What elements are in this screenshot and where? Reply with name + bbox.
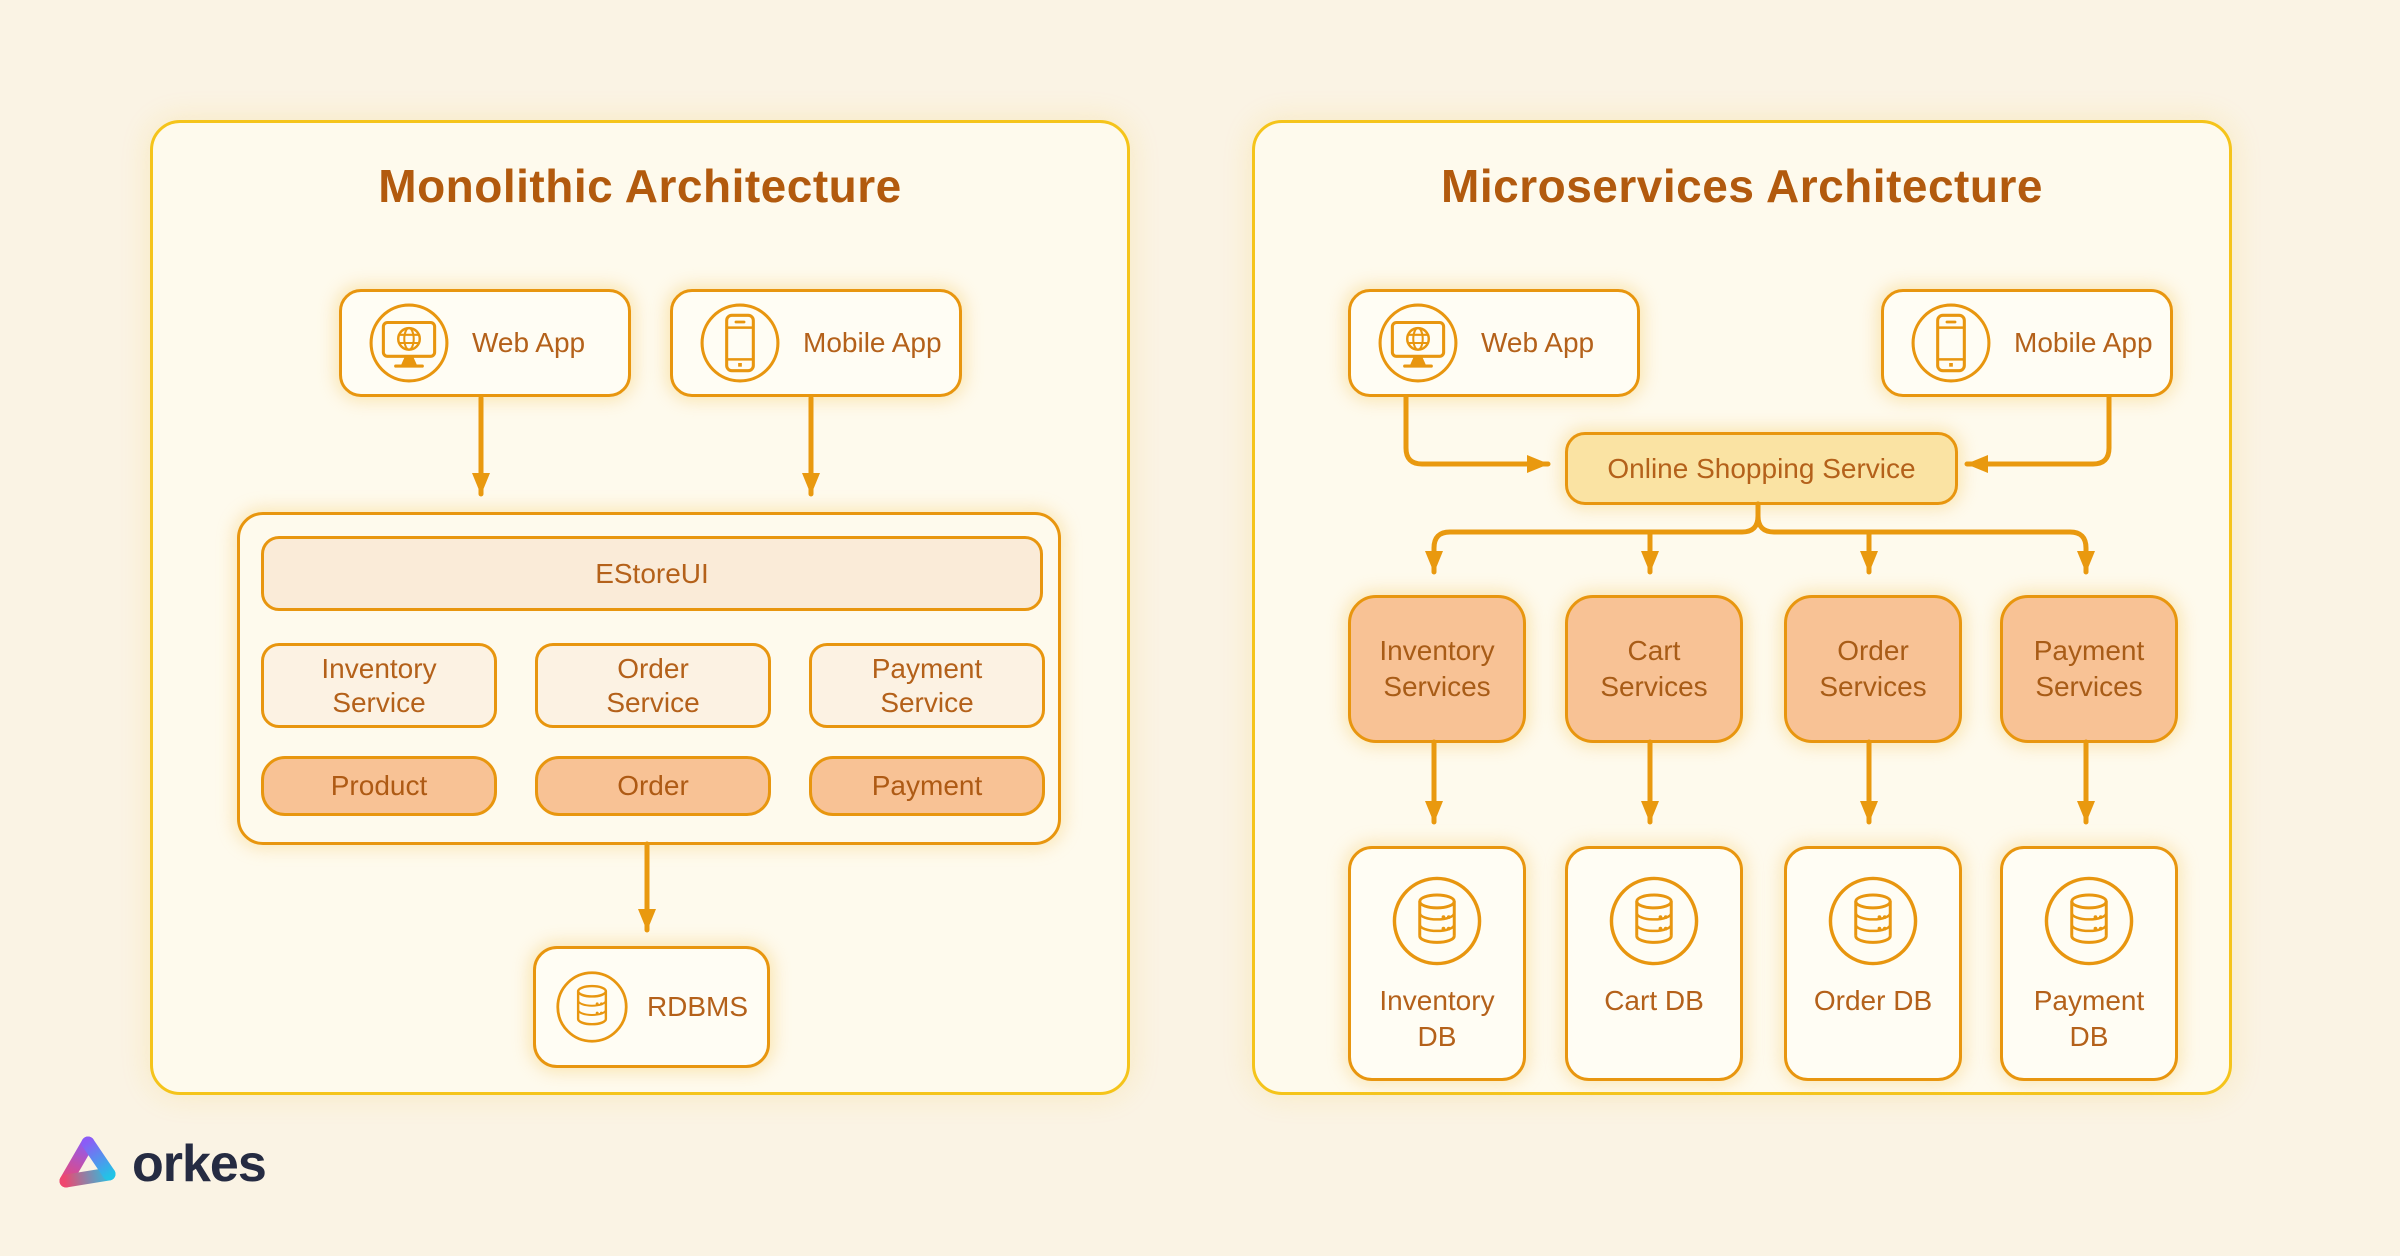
inventory-services-label: Inventory Services (1379, 634, 1495, 702)
cart-services-node: Cart Services (1565, 595, 1743, 743)
inventory-db-label: Inventory DB (1379, 985, 1495, 1053)
mono-web-app-label: Web App (472, 327, 586, 358)
monolithic-title: Monolithic Architecture (378, 160, 902, 212)
microservices-panel: Microservices Architecture Web App Mobil… (1252, 120, 2232, 1095)
payment-service-label: Payment Service (871, 652, 983, 718)
order-services-node: Order Services (1784, 595, 1962, 743)
payment-services-label: Payment Services (2033, 634, 2145, 702)
payment-services-node: Payment Services (2000, 595, 2178, 743)
payment-module-label: Payment (871, 770, 983, 801)
order-services-label: Order Services (1819, 634, 1927, 702)
order-db-label: Order DB (1813, 985, 1933, 1016)
database-icon (2043, 875, 2135, 967)
online-shopping-service-node: Online Shopping Service (1565, 432, 1958, 505)
product-module-label: Product (330, 770, 428, 801)
estore-ui-label: EStoreUI (595, 557, 709, 589)
rdbms-label: RDBMS (646, 991, 749, 1022)
inventory-service-node: Inventory Service (261, 643, 497, 728)
inventory-service-label: Inventory Service (321, 652, 437, 718)
microservices-title: Microservices Architecture (1441, 160, 2043, 212)
estore-ui-node: EStoreUI (261, 536, 1043, 611)
micro-mobile-app-node: Mobile App (1881, 289, 2173, 397)
micro-web-app-node: Web App (1348, 289, 1640, 397)
monolithic-panel: Monolithic Architecture Web App Mobile A… (150, 120, 1130, 1095)
monolith-container: EStoreUI Inventory Service Order Service… (237, 512, 1061, 845)
rdbms-node: RDBMS (533, 946, 770, 1068)
mono-web-app-node: Web App (339, 289, 631, 397)
order-module-node: Order (535, 756, 771, 816)
orkes-logo-text: orkes (132, 1135, 267, 1193)
database-icon (555, 970, 629, 1044)
database-icon (1827, 875, 1919, 967)
order-service-node: Order Service (535, 643, 771, 728)
payment-db-node: Payment DB (2000, 846, 2178, 1081)
cart-db-node: Cart DB (1565, 846, 1743, 1081)
micro-mobile-app-label: Mobile App (2014, 327, 2153, 358)
mobile-app-icon (1910, 302, 1992, 384)
cart-services-label: Cart Services (1600, 634, 1708, 702)
inventory-services-node: Inventory Services (1348, 595, 1526, 743)
product-module-node: Product (261, 756, 497, 816)
cart-db-label: Cart DB (1604, 985, 1704, 1016)
orkes-logo: orkes (58, 1134, 267, 1194)
payment-service-node: Payment Service (809, 643, 1045, 728)
payment-db-label: Payment DB (2033, 985, 2145, 1053)
order-db-node: Order DB (1784, 846, 1962, 1081)
mono-mobile-app-node: Mobile App (670, 289, 962, 397)
order-module-label: Order (617, 770, 689, 801)
database-icon (1608, 875, 1700, 967)
order-service-label: Order Service (606, 652, 700, 718)
micro-web-app-label: Web App (1481, 327, 1595, 358)
database-icon (1391, 875, 1483, 967)
inventory-db-node: Inventory DB (1348, 846, 1526, 1081)
online-shopping-service-label: Online Shopping Service (1607, 452, 1916, 484)
mobile-app-icon (699, 302, 781, 384)
mono-mobile-app-label: Mobile App (803, 327, 942, 358)
web-app-icon (368, 302, 450, 384)
orkes-logo-mark (59, 1136, 116, 1188)
payment-module-node: Payment (809, 756, 1045, 816)
web-app-icon (1377, 302, 1459, 384)
